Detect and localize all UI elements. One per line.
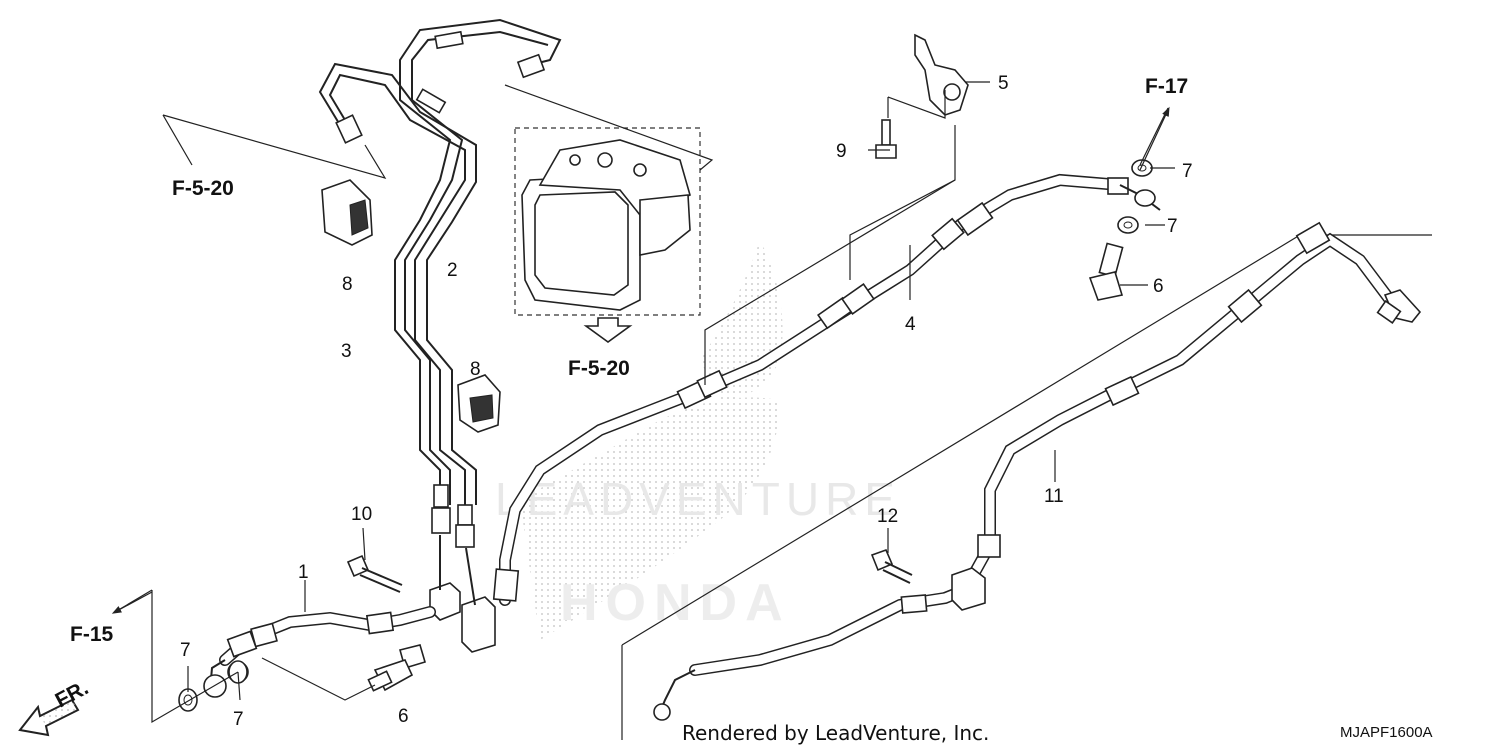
ref-f15: F-15 <box>70 623 114 646</box>
abs-leaders <box>162 84 714 179</box>
callout-11: 11 <box>1044 486 1064 507</box>
brake-hose-11 <box>653 221 1422 721</box>
callout-8-mid: 8 <box>470 359 481 380</box>
callout-4: 4 <box>905 314 916 335</box>
footer: Rendered by LeadVenture, Inc. MJAPF1600A <box>682 721 1433 745</box>
left-leaders <box>114 527 441 724</box>
callout-2: 2 <box>447 260 458 281</box>
rendered-by: Rendered by LeadVenture, Inc. <box>682 721 989 745</box>
callout-7-top: 7 <box>1182 161 1193 182</box>
pipe-clip-8-top <box>321 179 373 246</box>
callout-7-mid: 7 <box>1167 216 1178 237</box>
watermark-brand: LEADVENTURE <box>495 473 901 525</box>
callout-numbers: 1 2 3 4 5 6 6 7 7 7 7 8 8 9 10 11 12 <box>180 73 1193 730</box>
diagram-code: MJAPF1600A <box>1340 724 1433 741</box>
callout-5: 5 <box>998 73 1009 94</box>
callout-6-bottom: 6 <box>398 706 409 727</box>
callout-1: 1 <box>298 562 309 583</box>
ref-f17: F-17 <box>1145 75 1188 98</box>
banjo-bolt-6-right <box>1088 242 1124 301</box>
f17-arrow <box>1139 106 1170 171</box>
bolt-9 <box>875 119 897 159</box>
ref-f5-20-mid: F-5-20 <box>568 357 630 380</box>
callout-6-right: 6 <box>1153 276 1164 297</box>
callout-9: 9 <box>836 141 847 162</box>
callout-7-left-bottom: 7 <box>233 709 244 730</box>
callout-7-left-top: 7 <box>180 640 191 661</box>
ref-f5-20-top: F-5-20 <box>172 177 234 200</box>
abs-output-arrow <box>583 317 633 343</box>
right-bottom-leaders <box>887 450 1056 553</box>
front-arrow-icon <box>18 698 80 737</box>
brake-pipe-3 <box>318 62 477 505</box>
pipe-clip-8-mid <box>457 374 501 433</box>
right-top-leaders <box>704 81 1175 385</box>
f15-arrow <box>111 591 153 614</box>
joint-block <box>429 535 496 653</box>
pipe-fittings-lower <box>431 484 475 548</box>
brake-pipe-2 <box>394 18 562 505</box>
bolt-10 <box>346 554 403 593</box>
hose-clamp-5 <box>914 33 969 116</box>
watermark-maker: HONDA <box>560 574 791 632</box>
abs-modulator <box>514 127 701 316</box>
callout-3: 3 <box>341 341 352 362</box>
brake-hose-4 <box>492 173 1129 606</box>
banjo-fitting-right <box>1117 159 1161 234</box>
callout-12: 12 <box>877 506 898 527</box>
mount-block-right <box>951 567 986 611</box>
callout-8-top: 8 <box>342 274 353 295</box>
bolt-12 <box>870 548 913 584</box>
banjo-bolt-6-bottom <box>367 644 426 692</box>
callout-10: 10 <box>351 504 372 525</box>
